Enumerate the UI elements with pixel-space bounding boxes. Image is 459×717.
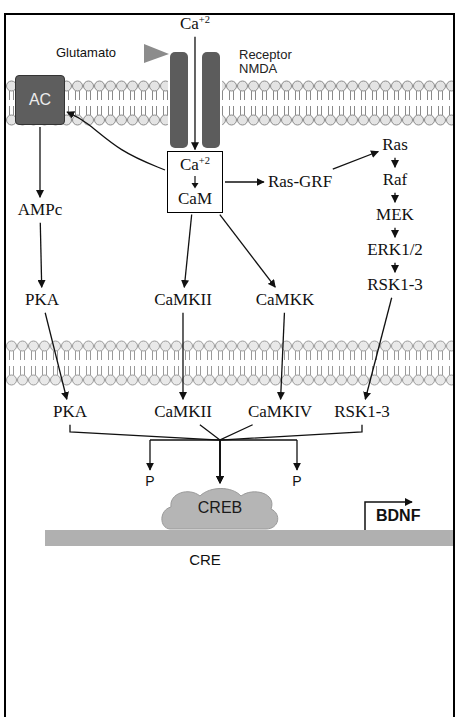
pathway-arrow: [281, 313, 285, 399]
molecule-label: Raf: [381, 169, 410, 191]
receptor-channel: Receptor NMDA: [167, 45, 307, 153]
node-text: Ca+2: [180, 155, 210, 175]
receptor-subunit: [170, 52, 188, 148]
enzyme-box: AC: [15, 75, 65, 125]
pathway-arrow: [220, 425, 253, 483]
pathway-arrow: [220, 215, 275, 288]
molecule-label: ERK1/2: [365, 239, 425, 261]
dna-element-label: CRE: [189, 551, 221, 568]
glutamate-shape: [144, 44, 169, 63]
pathway-arrow: [200, 425, 220, 483]
frame: [5, 14, 454, 717]
pathway-arrow: [184, 215, 191, 288]
pathway-arrow: [70, 425, 220, 483]
pathway-arrow: [365, 298, 391, 399]
node-text: Raf: [383, 170, 408, 190]
node-text: CaMKK: [256, 290, 315, 310]
molecule-label: AMPc: [16, 199, 64, 221]
node-text: CREB: [198, 499, 242, 517]
pathway-arrow: [394, 228, 395, 237]
calcium-box: Ca+2CaM: [167, 151, 223, 212]
kinase-label: PKA: [23, 289, 61, 311]
pathway-arrow: [194, 37, 195, 150]
text-part: Ca: [180, 14, 199, 33]
phosphate-label: P: [145, 473, 154, 489]
kinase-label: PKA: [51, 401, 89, 423]
molecule-label: MEK: [374, 204, 416, 226]
node-text: CaMKIV: [248, 402, 312, 422]
creb-outline: [162, 489, 278, 530]
gene-label: BDNF: [376, 507, 420, 525]
phospho-arrow: [296, 440, 297, 470]
pathway-arrow: [225, 181, 264, 182]
kinase-label: CaMKII: [152, 401, 214, 423]
node-text: RSK1-3: [367, 275, 423, 295]
node-text: Ras-GRF: [268, 172, 332, 192]
node-text: AC: [29, 91, 51, 109]
molecule-label: Glutamato: [56, 46, 116, 61]
node-text: Receptor NMDA: [239, 48, 301, 77]
pathway-arrow: [220, 425, 362, 483]
node-text: PKA: [25, 290, 59, 310]
molecule-label: RSK1-3: [365, 274, 425, 296]
phospho-arrow: [149, 440, 150, 470]
kinase-label: CaMKK: [254, 289, 317, 311]
receptor-subunit: [202, 52, 220, 148]
molecule-label: Ras: [380, 134, 410, 156]
pathway-arrow: [394, 158, 395, 167]
superscript: +2: [199, 14, 210, 25]
pathway-arrow: [333, 152, 378, 170]
node-text: CaMKII: [154, 402, 212, 422]
pathway-arrow: [394, 263, 395, 272]
pathway-arrow: [39, 127, 40, 197]
pathway-arrow: [182, 313, 183, 399]
inner-arrow: [190, 175, 200, 189]
node-text: Ca+2: [180, 14, 210, 34]
dna-strand: [45, 530, 453, 546]
pathway-arrow: [45, 313, 67, 399]
node-text: CaM: [178, 189, 212, 209]
node-text: Ras: [382, 135, 408, 155]
nuclear-membrane: [6, 340, 453, 386]
kinase-label: CaMKIV: [246, 401, 314, 423]
superscript: +2: [199, 156, 210, 167]
node-text: AMPc: [18, 200, 62, 220]
molecule-label: Ras-GRF: [266, 171, 334, 193]
node-text: MEK: [376, 205, 414, 225]
node-text: PKA: [53, 402, 87, 422]
transcription-factor: CREB: [158, 485, 282, 531]
kinase-label: CaMKII: [152, 289, 214, 311]
pathway-arrow: [394, 193, 395, 202]
node-text: RSK1-3: [334, 402, 390, 422]
cell-membrane: [222, 80, 453, 126]
node-text: ERK1/2: [367, 240, 423, 260]
pathway-arrow: [67, 112, 165, 170]
phosphate-label: P: [292, 473, 301, 489]
ion-label: Ca+2: [178, 13, 212, 35]
pathway-arrow: [40, 223, 41, 287]
text-part: Ca: [180, 155, 199, 174]
kinase-label: RSK1-3: [332, 401, 392, 423]
node-text: CaMKII: [154, 290, 212, 310]
